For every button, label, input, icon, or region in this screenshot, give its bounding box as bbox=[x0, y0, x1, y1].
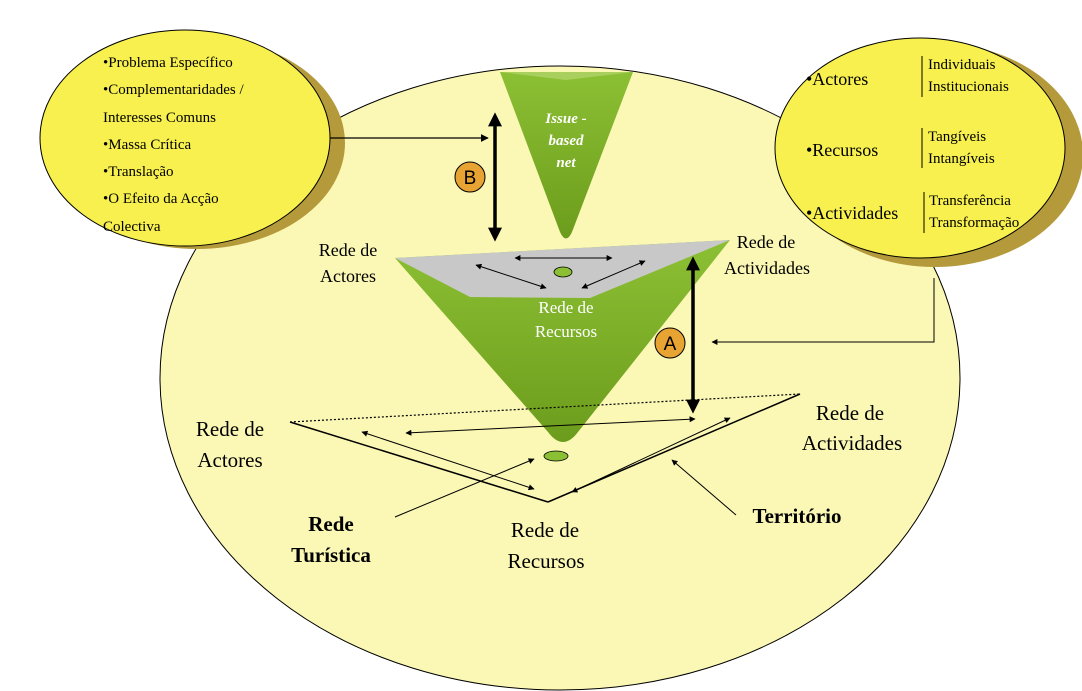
left-bubble-item-6: •O Efeito da Acção bbox=[103, 191, 219, 207]
right-recursos-label: •Recursos bbox=[806, 140, 878, 160]
left-bubble-item-2: •Complementaridades / bbox=[103, 82, 244, 98]
right-actividades-sub1: Transferência bbox=[929, 193, 1011, 209]
middle-center-node bbox=[553, 266, 573, 278]
right-actores-sub1: Individuais bbox=[928, 57, 996, 73]
marker-a-label: A bbox=[664, 334, 677, 355]
middle-recursos-l1: Rede de bbox=[538, 298, 593, 317]
left-bubble-item-3: Interesses Comuns bbox=[103, 110, 216, 126]
middle-recursos-l2: Recursos bbox=[535, 322, 597, 341]
bottom-turistica-l2: Turística bbox=[291, 543, 371, 567]
bottom-actores-l1: Rede de bbox=[196, 417, 264, 441]
right-recursos-sub1: Tangíveis bbox=[928, 129, 986, 145]
middle-actores-l1: Rede de bbox=[319, 240, 377, 260]
issue-net-line3: net bbox=[556, 155, 576, 171]
bottom-arrow-left bbox=[361, 430, 535, 491]
middle-actividades-l1: Rede de bbox=[737, 232, 795, 252]
left-bubble-item-5: •Translação bbox=[103, 164, 174, 180]
issue-net-line2: based bbox=[549, 133, 584, 149]
middle-arrow-right bbox=[581, 260, 646, 289]
right-actores-sub2: Institucionais bbox=[928, 79, 1009, 95]
bottom-center-node bbox=[543, 450, 569, 462]
marker-b-circle bbox=[454, 161, 486, 193]
left-bubble-item-1: •Problema Específico bbox=[103, 55, 233, 71]
bottom-actividades-l2: Actividades bbox=[802, 431, 902, 455]
marker-b-label: B bbox=[464, 168, 477, 189]
right-actividades-sub2: Transformação bbox=[929, 215, 1019, 231]
middle-actores-l2: Actores bbox=[320, 266, 376, 286]
marker-a-circle bbox=[654, 327, 686, 359]
right-bubble-connector bbox=[711, 278, 935, 345]
issue-net-cone bbox=[500, 72, 633, 239]
right-actores-label: •Actores bbox=[806, 69, 868, 89]
bottom-plane-back-edge bbox=[289, 393, 801, 423]
middle-arrow-left bbox=[475, 263, 547, 290]
bottom-turistica-l1: Rede bbox=[308, 512, 354, 536]
bottom-actividades-l1: Rede de bbox=[816, 401, 884, 425]
issue-net-top bbox=[500, 72, 633, 80]
issue-net-line1: Issue - bbox=[544, 111, 586, 127]
bottom-recursos-l2: Recursos bbox=[508, 549, 585, 573]
right-recursos-sub2: Intangíveis bbox=[928, 151, 995, 167]
right-actividades-label: •Actividades bbox=[806, 203, 898, 223]
bottom-actores-l2: Actores bbox=[197, 448, 262, 472]
territorio-pointer bbox=[671, 459, 737, 516]
bottom-recursos-l1: Rede de bbox=[511, 518, 579, 542]
left-bubble-item-7: Colectiva bbox=[103, 219, 161, 235]
turistica-pointer bbox=[394, 458, 535, 518]
bottom-territorio: Território bbox=[752, 504, 841, 528]
middle-actividades-l2: Actividades bbox=[724, 258, 810, 278]
left-bubble-item-4: •Massa Crítica bbox=[103, 137, 191, 153]
right-bubble bbox=[774, 37, 1066, 259]
bottom-arrow-right bbox=[571, 417, 731, 493]
